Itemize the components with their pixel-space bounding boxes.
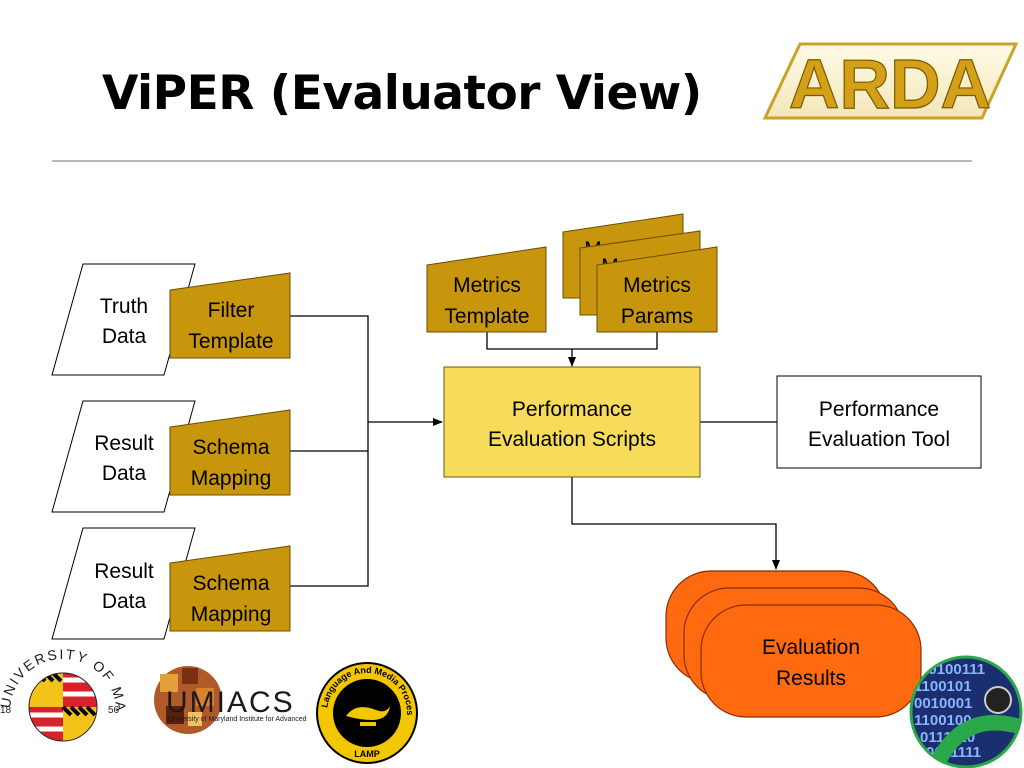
schema-mapping-2-line1: Schema xyxy=(192,572,269,595)
lamp-icon xyxy=(346,706,390,720)
performance-scripts-line2: Evaluation Scripts xyxy=(488,428,656,451)
result-data-2-line1: Result xyxy=(94,560,154,583)
film-strip-icon xyxy=(930,715,1020,766)
schema-mapping-1-line1: Schema xyxy=(192,436,269,459)
performance-scripts-box xyxy=(443,366,701,478)
result-data-1-shape xyxy=(51,400,196,513)
lamp-short-text: LAMP xyxy=(354,749,380,759)
result-data-1-line1: Result xyxy=(94,432,154,455)
arrow-to-results xyxy=(571,477,780,570)
schema-mapping-1-box xyxy=(169,409,291,496)
filter-template-box xyxy=(169,272,291,359)
metrics-params-line2: Params xyxy=(621,305,693,328)
performance-tool-line1: Performance xyxy=(819,398,939,421)
umd-seal-logo: UNIVERSITY OF MARYLAND 18 56 xyxy=(0,0,127,742)
slide-title: ViPER (Evaluator View) xyxy=(102,66,702,121)
results-front-shape xyxy=(700,604,922,718)
truth-data-line2: Data xyxy=(102,325,147,348)
schema-mapping-1-line2: Mapping xyxy=(191,467,272,490)
performance-tool-box xyxy=(776,375,982,469)
performance-tool-line2: Evaluation Tool xyxy=(808,428,950,451)
metrics-template-box xyxy=(426,246,547,333)
truth-data-line1: Truth xyxy=(100,295,148,318)
result-data-2-shape xyxy=(51,527,196,640)
binary-film-logo: 00100111 1100101 0010001 1100100 0111110… xyxy=(909,655,1023,768)
schema-mapping-2-line2: Mapping xyxy=(191,603,272,626)
filter-template-line2: Template xyxy=(188,330,273,353)
umiacs-subtitle: University of Maryland Institute for Adv… xyxy=(168,716,307,723)
results-line2: Results xyxy=(776,667,846,690)
performance-scripts-line1: Performance xyxy=(512,398,632,421)
result-data-2-line2: Data xyxy=(102,590,147,613)
truth-data-shape xyxy=(51,263,196,376)
umiacs-wordmark: UMIACS xyxy=(166,686,295,719)
results-line1: Evaluation xyxy=(762,636,860,659)
schema-mapping-2-box xyxy=(169,545,291,632)
metrics-params-front-box xyxy=(596,246,718,333)
metrics-params-line1: Metrics xyxy=(623,274,691,297)
arda-logo: ARDA xyxy=(762,42,1019,124)
binary-line-3: 0010001 xyxy=(914,695,972,712)
camera-lens-icon xyxy=(984,686,1012,714)
binary-line-2: 1100101 xyxy=(914,678,972,695)
umd-year-left: 18 xyxy=(0,705,12,716)
binary-line-4: 1100100 xyxy=(914,712,972,729)
connectors xyxy=(290,315,780,587)
metrics-template-line1: Metrics xyxy=(453,274,521,297)
metrics-join-line xyxy=(486,332,658,350)
metrics-template-line2: Template xyxy=(444,305,529,328)
umiacs-logo: UMIACS University of Maryland Institute … xyxy=(154,666,307,734)
result-data-1-line2: Data xyxy=(102,462,147,485)
umd-year-right: 56 xyxy=(108,705,120,716)
arda-logo-text: ARDA xyxy=(789,45,991,123)
filter-template-line1: Filter xyxy=(208,299,255,322)
